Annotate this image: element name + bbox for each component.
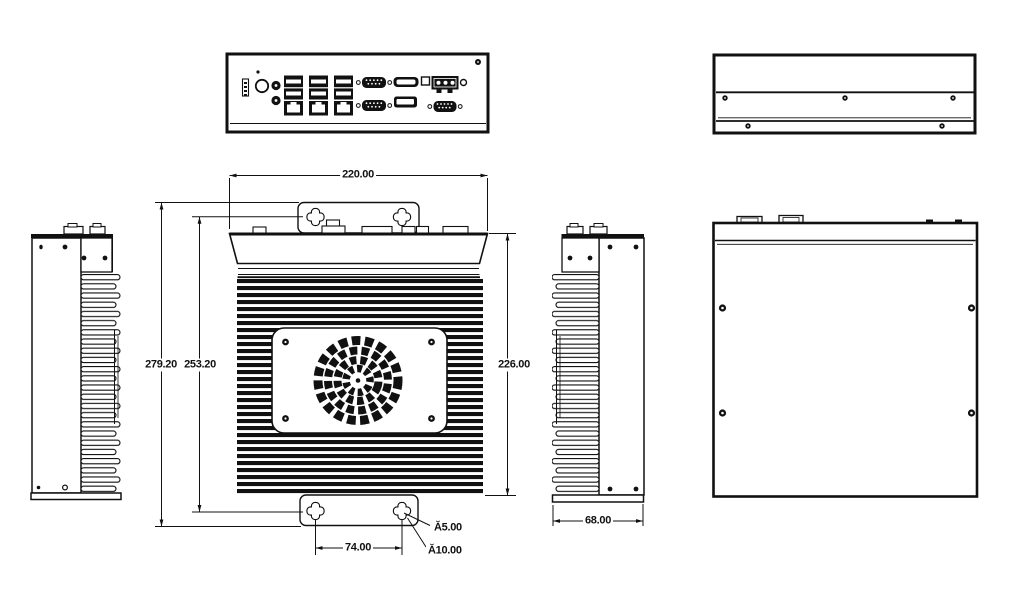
dim-label-side-depth: 68.00 [582,514,614,528]
top-connector-icon [92,223,102,228]
bottom-view [712,214,979,498]
top-connector-icon [593,223,604,228]
screw-icon [81,255,87,261]
top-connector-icon [89,225,106,235]
top-connector-icon [63,225,84,235]
usb-lan-stack-icon [309,75,328,116]
dim-label-slot-small: Ă5.00 [432,521,464,535]
top-connector-icon [321,225,346,235]
screw-icon [722,95,728,101]
dim-label-hole-spacing: 74.00 [342,541,374,555]
ground-screw-icon [459,78,468,87]
serial-port-icon [355,77,393,88]
top-connector-icon [415,225,430,235]
top-connector-icon [442,225,469,235]
usb-lan-stack-icon [284,75,303,116]
screw-icon [567,255,573,261]
screw-icon [282,338,289,346]
heatsink-fins-side [552,273,599,495]
serial-port-icon [355,100,393,111]
screw-icon [718,409,727,417]
audio-jack-icon [271,80,281,91]
dim-label-body-height: 253.20 [182,358,218,372]
screw-icon [842,95,848,101]
screw-icon [61,484,68,491]
screw-icon [102,255,108,261]
screw-icon [950,95,956,101]
screw-icon [633,244,639,250]
led-indicator-strip-icon [241,78,250,97]
screw-icon [36,485,41,490]
rear-panel-view [712,53,977,135]
power-led-icon [256,70,260,74]
audio-jack-icon [271,95,281,106]
dim-label-slot-large: Ă10.00 [426,544,464,558]
reset-button-icon [420,76,431,86]
screw-icon [967,409,976,417]
usb-lan-stack-icon [334,75,353,116]
fan-grille-icon [313,336,403,425]
top-connector-icon [569,223,579,228]
left-side-view [30,223,122,501]
screw-icon [967,304,976,312]
screw-icon [939,123,945,129]
screw-icon [62,244,68,250]
corner-screw-icon [475,59,481,65]
top-connector-icon [589,225,608,235]
screw-icon [633,486,639,492]
front-panel-view [225,52,490,134]
screw-icon [39,244,43,250]
power-button-icon [254,78,270,94]
top-connector-icon [926,219,933,223]
screw-icon [587,255,593,261]
top-connector-icon [401,225,416,235]
top-connector-icon [566,225,584,235]
screw-icon [745,123,751,129]
screw-icon [607,244,613,250]
power-terminal-block-icon [431,76,459,93]
leader-line [403,512,431,526]
screw-icon [428,415,435,422]
top-connector-icon [361,225,393,235]
screw-icon [607,486,613,492]
mounting-bracket-bottom [299,494,419,527]
dim-label-overall-height: 279.20 [143,358,179,372]
displayport-icon [394,96,417,108]
hdmi-port-icon [393,77,419,87]
top-connector-icon [67,223,78,228]
screw-icon [282,415,289,422]
right-side-view [551,223,645,503]
top-connector-icon [955,219,962,223]
screw-icon [718,304,727,312]
main-top-view [228,201,489,527]
vga-port-icon [427,101,463,112]
leader-line [407,517,427,548]
dim-label-right-height: 226.00 [496,358,532,372]
screw-icon [428,338,435,346]
dim-label-top-width: 220.00 [340,168,376,182]
